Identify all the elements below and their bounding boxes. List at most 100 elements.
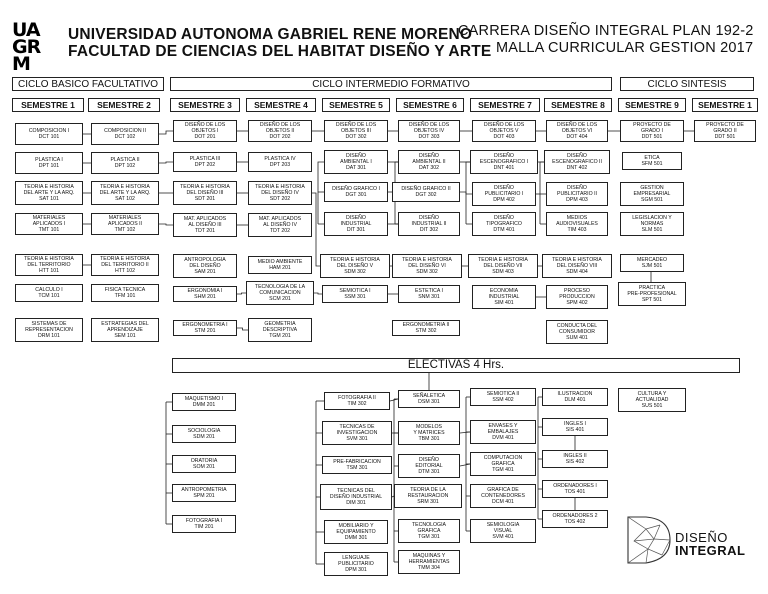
course-label: ERGONOMIA I SHM 201 (187, 287, 223, 300)
course-box-c5b[interactable]: DISEÑO AMBIENTAL I DAT 301 (324, 150, 388, 174)
course-box-c2g[interactable]: ESTRATEGIAS DEL APRENDIZAJE SEM 101 (91, 318, 159, 342)
course-label: MERCADEO SJM 501 (637, 256, 667, 269)
course-box-c4b[interactable]: PLASTICA IV DPT 203 (248, 152, 312, 172)
course-box-c3a[interactable]: DISEÑO DE LOS OBJETOS I DOT 201 (173, 120, 237, 142)
elective-box-e3[interactable]: ORATORIA SOM 201 (172, 455, 236, 473)
elective-box-e19[interactable]: ENVASES Y EMBALAJES DVM 401 (470, 420, 536, 444)
course-box-c5d[interactable]: DISEÑO INDUSTRIAL DIT 301 (324, 212, 388, 236)
course-box-c6e[interactable]: TEORIA E HISTORIA DEL DISEÑO VI SDM 302 (392, 254, 462, 278)
elective-box-e5[interactable]: FOTOGRAFIA I TIM 201 (172, 515, 236, 533)
elective-box-e16[interactable]: TECNOLOGIA GRAFICA TGM 301 (398, 519, 460, 543)
elective-box-e12[interactable]: SEÑALETICA DSM 301 (398, 390, 460, 408)
course-box-c2c[interactable]: TEORIA E HISTORIA DEL ARTE Y LA ARQ. SAT… (91, 181, 159, 205)
course-box-c2b[interactable]: PLASTICA II DPT 102 (91, 152, 159, 174)
elective-box-e25[interactable]: INGLES II SIS 402 (542, 450, 608, 468)
course-box-c6g[interactable]: ERGONOMETRIA II STM 302 (392, 320, 460, 336)
course-box-c3c[interactable]: TEORIA E HISTORIA DEL DISEÑO III SDT 201 (173, 181, 237, 205)
course-box-c3g[interactable]: ERGONOMETRIA I STM 201 (173, 320, 237, 336)
course-box-c3b[interactable]: PLASTICA III DPT 202 (173, 152, 237, 172)
elective-box-e14[interactable]: DISEÑO EDITORIAL DTM 301 (398, 454, 460, 478)
course-box-c4a[interactable]: DISEÑO DE LOS OBJETOS II DOT 202 (248, 120, 312, 142)
course-box-c8c[interactable]: DISEÑO PUBLICITARIO II DPM 403 (546, 182, 608, 206)
course-box-c7c[interactable]: DISEÑO PUBLICITARIO I DPM 402 (472, 182, 536, 206)
elective-box-e11[interactable]: LENGUAJE PUBLICITARIO DPM 301 (324, 552, 388, 576)
course-box-c5e[interactable]: TEORIA E HISTORIA DEL DISEÑO V SDM 302 (320, 254, 390, 278)
elective-box-e7[interactable]: TECNICAS DE INVESTIGACION SVM 301 (322, 421, 392, 445)
course-box-c4c[interactable]: TEORIA E HISTORIA DEL DISEÑO IV SDT 202 (248, 181, 312, 205)
course-box-c10a[interactable]: PROYECTO DE GRADO II DDT 501 (694, 120, 756, 142)
course-box-c3d[interactable]: MAT. APLICADOS AL DISEÑO III TDT 201 (173, 213, 237, 237)
course-box-c8f[interactable]: PROCESO PRODUCCION SPM 402 (546, 285, 608, 309)
course-label: DISEÑO INDUSTRIAL DIT 301 (340, 214, 372, 234)
course-label: SISTEMAS DE REPRESENTACION DRM 101 (25, 320, 73, 340)
course-label: PLASTICA II DPT 102 (110, 156, 140, 169)
course-box-c4f[interactable]: TECNOLOGIA DE LA COMUNICACION SCM 201 (246, 281, 314, 305)
course-box-c1e[interactable]: TEORIA E HISTORIA DEL TERRITORIO HTT 101 (15, 254, 83, 276)
course-label: SEÑALETICA DSM 301 (412, 392, 446, 405)
course-box-c8b[interactable]: DISEÑO ESCENOGRAFICO II DNT 402 (544, 150, 610, 174)
elective-box-e13[interactable]: MODELOS Y MATRICES TBM 301 (398, 421, 460, 445)
elective-box-e1[interactable]: MAQUETISMO I DMM 201 (172, 393, 236, 411)
elective-box-e27[interactable]: ORDENADORES 2 TOS 402 (542, 510, 608, 528)
elective-box-e2[interactable]: SOCIOLOGIA SDM 201 (172, 425, 236, 443)
course-box-c7a[interactable]: DISEÑO DE LOS OBJETOS V DOT 403 (472, 120, 536, 142)
curriculum-title: MALLA CURRICULAR GESTION 2017 (496, 40, 754, 56)
course-box-c8e[interactable]: TEORIA E HISTORIA DEL DISEÑO VIII SDM 40… (542, 254, 612, 278)
course-box-c9e[interactable]: MERCADEO SJM 501 (620, 254, 684, 272)
course-box-c1g[interactable]: SISTEMAS DE REPRESENTACION DRM 101 (15, 318, 83, 342)
elective-box-e17[interactable]: MAQUINAS Y HERRAMIENTAS TMM 304 (398, 550, 460, 574)
link-c2a-c3a (159, 130, 173, 135)
elective-box-e22[interactable]: SEMIOLOGIA VISUAL SVM 401 (470, 519, 536, 543)
course-box-c6d[interactable]: DISEÑO INDUSTRIAL II DIT 302 (398, 212, 460, 236)
course-box-c7b[interactable]: DISEÑO ESCENOGRAFICO I DNT 401 (470, 150, 538, 174)
elective-box-e21[interactable]: GRAFICA DE CONTENEDORES DCM 401 (470, 484, 536, 508)
course-label: ESTETICA I SNM 301 (415, 287, 443, 300)
course-box-c4e[interactable]: MEDIO AMBIENTE HAM 201 (248, 256, 312, 274)
course-box-c4d[interactable]: MAT. APLICADOS AL DISEÑO IV TDT 202 (248, 213, 312, 237)
course-box-c3e[interactable]: ANTROPOLOGIA DEL DISEÑO SAM 201 (173, 254, 237, 278)
elective-box-e15[interactable]: TEORIA DE LA RESTAURACION SRM 301 (394, 484, 462, 508)
elective-box-e4[interactable]: ANTROPOMETRIA SPM 201 (172, 484, 236, 502)
course-box-c2f[interactable]: FISICA TECNICA TFM 101 (91, 284, 159, 302)
course-box-c1a[interactable]: COMPOSICION I DCT 101 (15, 123, 83, 145)
course-box-c1f[interactable]: CALCULO I TCM 101 (15, 284, 83, 302)
elective-box-e28[interactable]: CULTURA Y ACTUALIDAD SUS 501 (618, 388, 686, 412)
course-box-c1b[interactable]: PLASTICA I DPT 101 (15, 152, 83, 174)
course-box-c8a[interactable]: DISEÑO DE LOS OBJETOS VI DOT 404 (546, 120, 608, 142)
course-box-c9d[interactable]: LEGISLACION Y NORMAS SLM 501 (620, 212, 684, 236)
course-label: MATERIALES APLICADOS II TMT 102 (107, 214, 143, 234)
course-box-c1d[interactable]: MATERIALES APLICADOS I TMT 101 (15, 213, 83, 235)
elective-box-e23[interactable]: ILUSTRACION DLM 401 (542, 388, 608, 406)
course-box-c7e[interactable]: TEORIA E HISTORIA DEL DISEÑO VII SDM 403 (468, 254, 538, 278)
course-box-c5c[interactable]: DISEÑO GRAFICO I DGT 301 (324, 182, 388, 202)
course-box-c1c[interactable]: TEORIA E HISTORIA DEL ARTE Y LA ARQ. SAT… (15, 181, 83, 205)
course-box-c9a[interactable]: PROYECTO DE GRADO I DDT 501 (620, 120, 684, 142)
elective-box-e8[interactable]: PRE-FABRICACION TSM 301 (322, 456, 392, 474)
course-box-c9b[interactable]: ETICA SFM 501 (622, 152, 682, 170)
elective-box-e24[interactable]: INGLES I SIS 401 (542, 418, 608, 436)
course-box-c2d[interactable]: MATERIALES APLICADOS II TMT 102 (91, 213, 159, 235)
course-box-c9f[interactable]: PRACTICA PRE-PROFESIONAL SPT 501 (618, 282, 686, 306)
course-box-c7d[interactable]: DISEÑO TIPOGRAFICO DTM 401 (472, 212, 536, 236)
course-box-c5f[interactable]: SEMIOTICA I SSM 301 (322, 285, 388, 303)
course-box-c9c[interactable]: GESTION EMPRESARIAL SGM 501 (620, 182, 684, 206)
course-box-c3f[interactable]: ERGONOMIA I SHM 201 (173, 286, 237, 302)
elective-box-e10[interactable]: MOBILIARIO Y EQUIPAMIENTO DMM 301 (324, 520, 388, 544)
course-label: MEDIOS AUDIOVISUALES TIM 403 (556, 214, 598, 234)
elective-box-e9[interactable]: TECNICAS DEL DISEÑO INDUSTRIAL DIM 301 (320, 484, 392, 510)
course-box-c4g[interactable]: GEOMETRIA DESCRIPTIVA TGM 201 (248, 318, 312, 342)
course-box-c7f[interactable]: ECONOMIA INDUSTRIAL SIM 401 (472, 285, 536, 309)
course-box-c2e[interactable]: TEORIA E HISTORIA DEL TERRITORIO II HTT … (91, 254, 159, 276)
course-box-c5a[interactable]: DISEÑO DE LOS OBJETOS III DOT 302 (324, 120, 388, 142)
elective-box-e18[interactable]: SEMIOTICA II SSM 402 (470, 388, 536, 406)
course-box-c6a[interactable]: DISEÑO DE LOS OBJETOS IV DOT 303 (398, 120, 460, 142)
course-box-c6f[interactable]: ESTETICA I SNM 301 (398, 285, 460, 303)
elective-box-e6[interactable]: FOTOGRAFIA II TIM 302 (324, 392, 390, 410)
course-box-c6b[interactable]: DISEÑO AMBIENTAL II DAT 302 (398, 150, 460, 174)
course-box-c2a[interactable]: COMPOSICION II DCT 102 (91, 123, 159, 145)
elective-box-e26[interactable]: ORDENADORES I TOS 401 (542, 480, 608, 498)
course-box-c8d[interactable]: MEDIOS AUDIOVISUALES TIM 403 (546, 212, 608, 236)
course-box-c6c[interactable]: DISEÑO GRAFICO II DGT 302 (392, 182, 460, 202)
course-box-c8g[interactable]: CONDUCTA DEL CONSUMIDOR SUM 401 (546, 320, 608, 344)
elective-box-e20[interactable]: COMPUTACION GRAFICA TGM 401 (470, 452, 536, 476)
